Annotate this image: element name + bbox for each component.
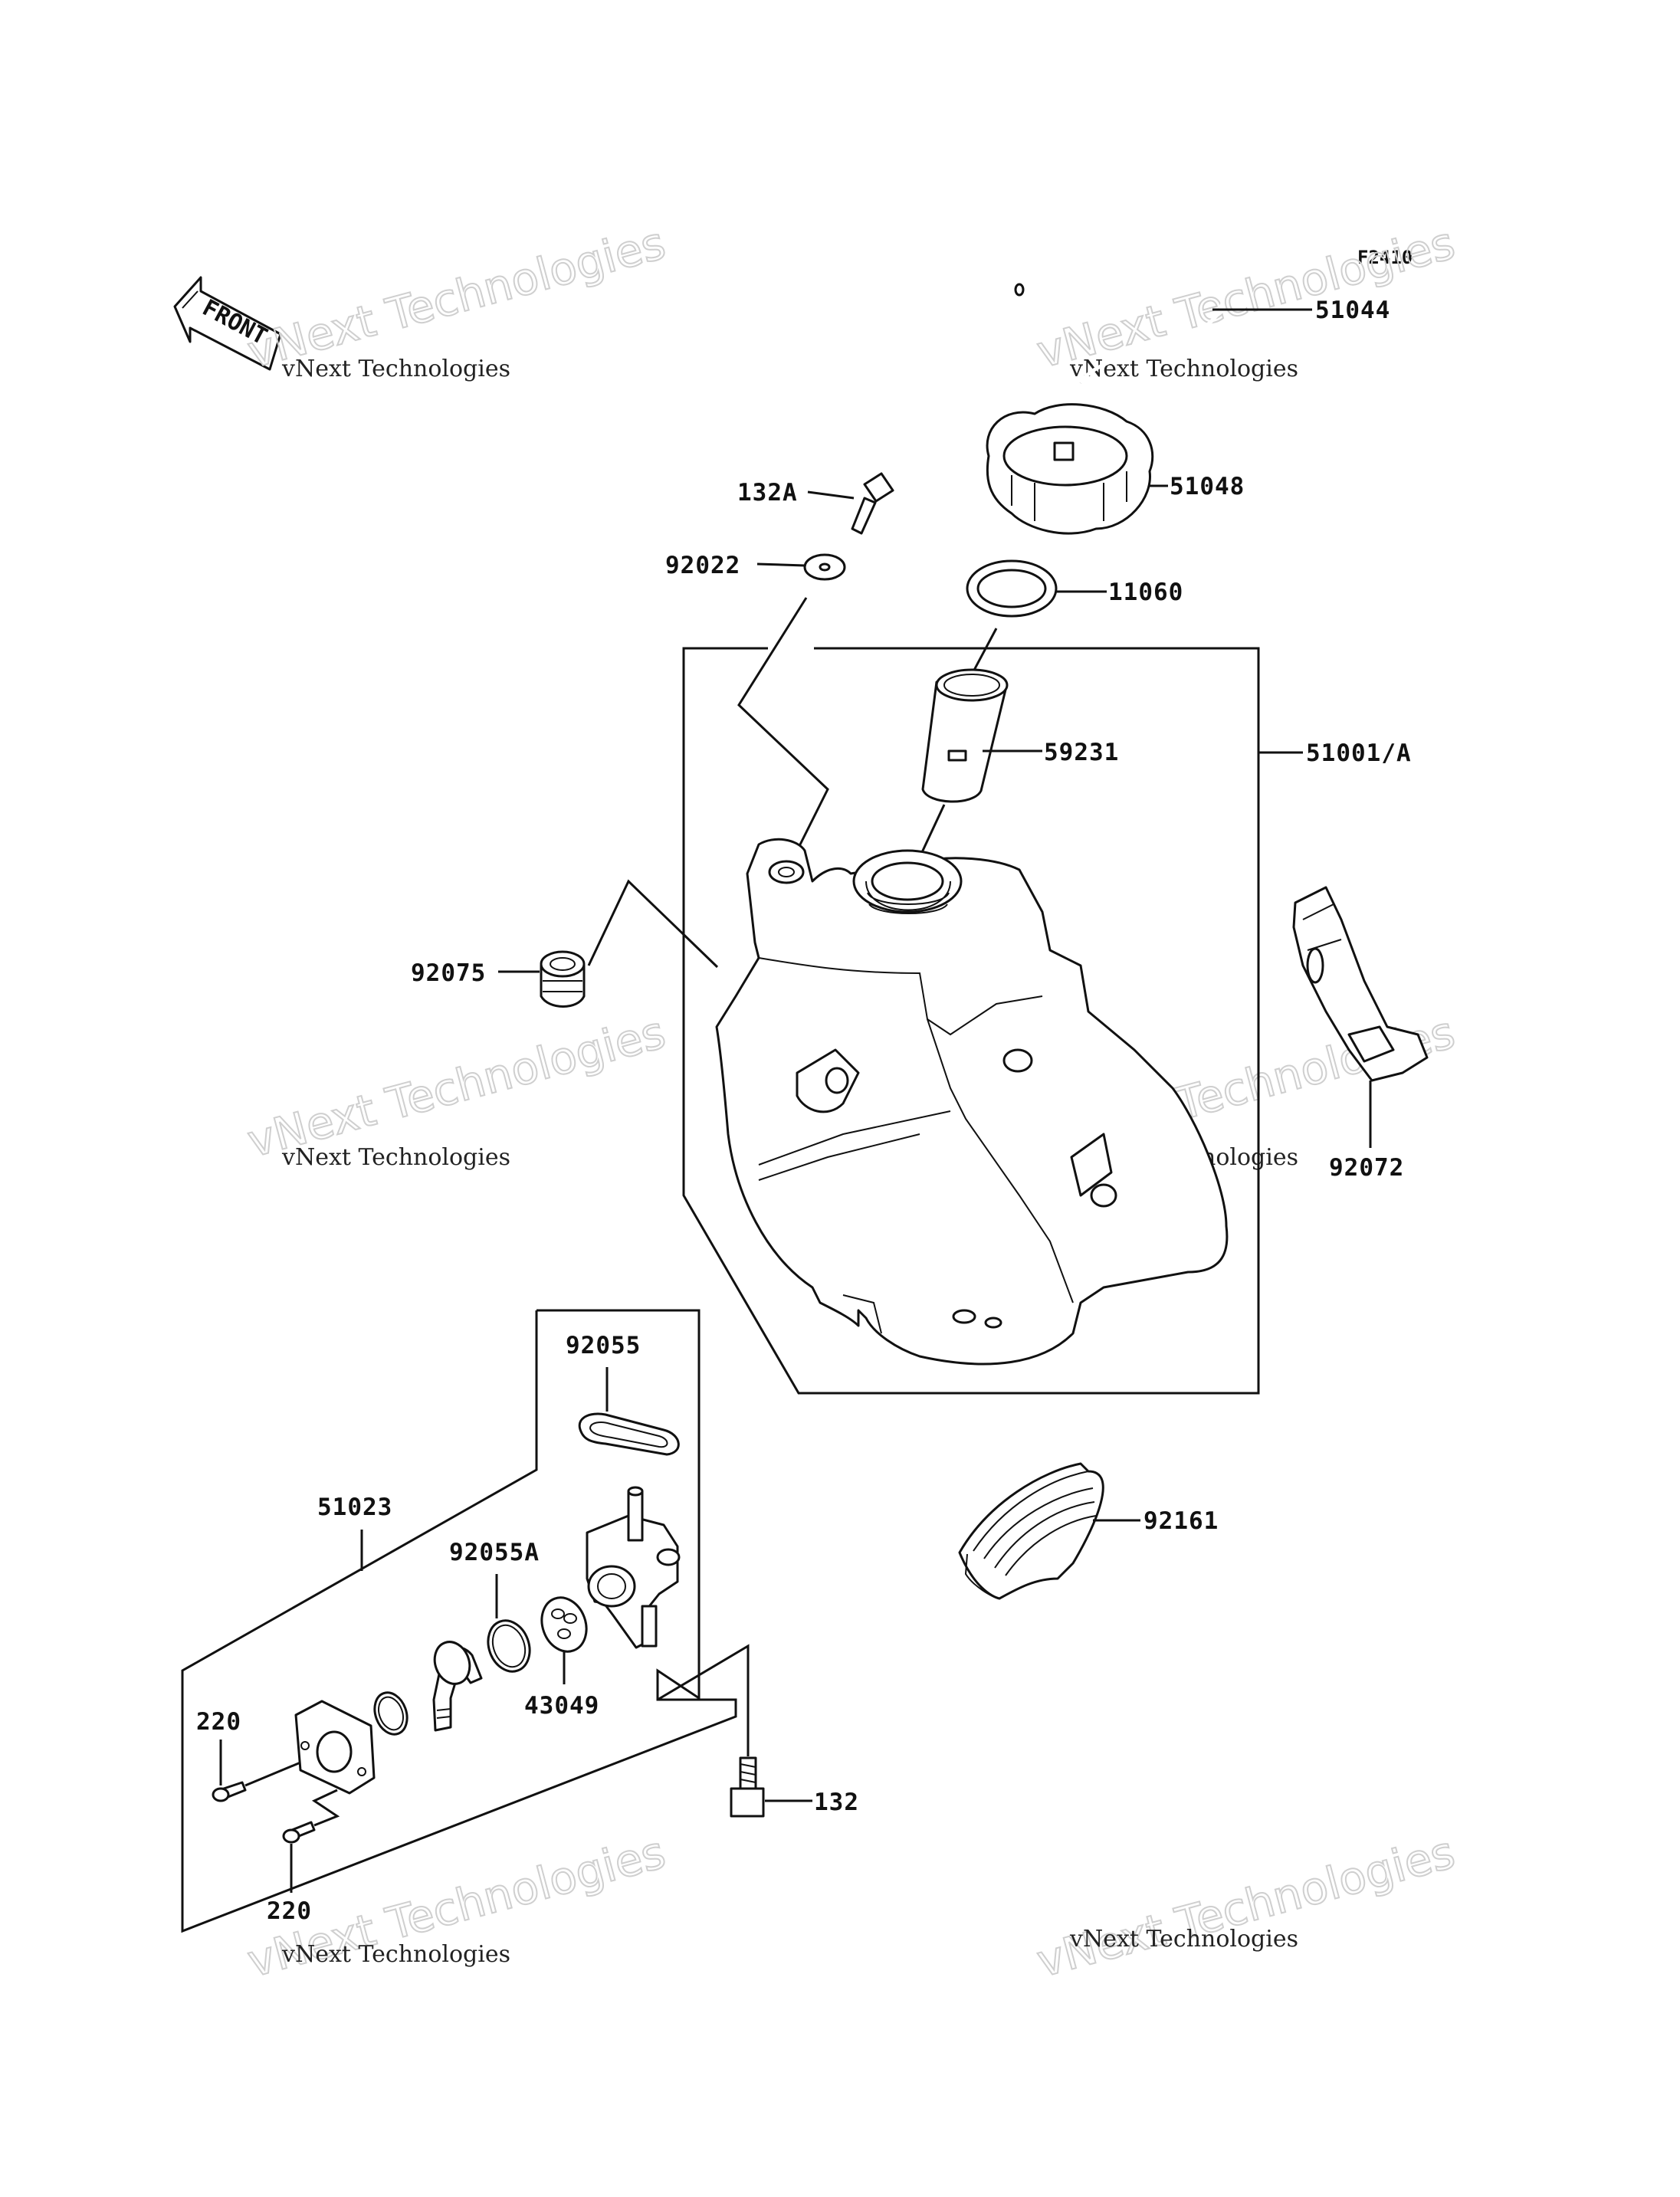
label-51023: 51023 [317,1494,392,1521]
front-arrow-icon: FRONT [173,276,282,371]
label-92161: 92161 [1144,1507,1219,1535]
label-92075: 92075 [411,959,486,987]
svg-text:vNext Technologies: vNext Technologies [281,1144,510,1171]
strainer-59231-part [921,668,1009,803]
svg-text:vNext Technologies: vNext Technologies [1069,1926,1298,1953]
figure-code: F2410 [1357,247,1413,268]
svg-text:vNext Technologies: vNext Technologies [242,1006,671,1168]
screw-220-upper-part [212,1761,301,1802]
gasket-11060-part [966,559,1058,618]
label-132a: 132A [737,479,798,507]
label-92055a: 92055A [449,1539,540,1566]
svg-text:vNext Technologies: vNext Technologies [1032,1826,1460,1988]
grommet-92075-part [540,950,586,1008]
watermark-top-right: vNext Technologies vNext Technologies [1031,216,1461,382]
label-51048: 51048 [1170,473,1245,500]
cover-plate-part [294,1700,376,1795]
cock-lever-part [432,1641,483,1732]
svg-text:vNext Technologies: vNext Technologies [281,1941,510,1968]
bolt-132a-part [851,472,894,535]
diaphragm-43049-part [540,1596,588,1653]
label-43049: 43049 [524,1692,599,1720]
washer-92022-part [803,553,846,581]
strainer-92055-part [578,1412,680,1456]
label-11060: 11060 [1108,579,1183,606]
label-92072: 92072 [1329,1154,1404,1182]
breather-hose-part [1014,273,1225,385]
label-220-upper: 220 [196,1708,241,1736]
lever-o-ring-part [373,1691,409,1736]
fuel-cap-part [986,403,1154,535]
cushion-92161-part [958,1462,1104,1600]
tank-assembly-bracket [682,647,1260,1395]
o-ring-92055a-part [487,1619,531,1673]
watermark-top-left: vNext Technologies vNext Technologies [241,216,671,382]
svg-text:vNext Technologies: vNext Technologies [1069,356,1298,382]
fuel-cock-assembly-bracket [181,1309,737,1933]
label-51044: 51044 [1315,297,1390,324]
svg-text:vNext Technologies: vNext Technologies [1032,217,1460,379]
watermark-bottom-right: vNext Technologies vNext Technologies [1031,1825,1461,1989]
label-51001a: 51001/A [1306,739,1412,767]
bolt-132-part [730,1756,765,1818]
svg-text:vNext Technologies: vNext Technologies [242,217,671,379]
label-92055: 92055 [566,1332,641,1359]
fuel-cock-part [586,1486,681,1649]
rubber-strap-92072-part [1292,886,1429,1082]
label-59231: 59231 [1044,739,1119,766]
watermark-mid-left: vNext Technologies vNext Technologies [241,1005,671,1171]
screw-220-lower-part [282,1789,340,1844]
label-220-lower: 220 [267,1897,312,1925]
label-92022: 92022 [665,552,740,579]
svg-text:vNext Technologies: vNext Technologies [281,356,510,382]
fuel-tank-part [715,838,1229,1366]
label-132: 132 [814,1789,859,1816]
